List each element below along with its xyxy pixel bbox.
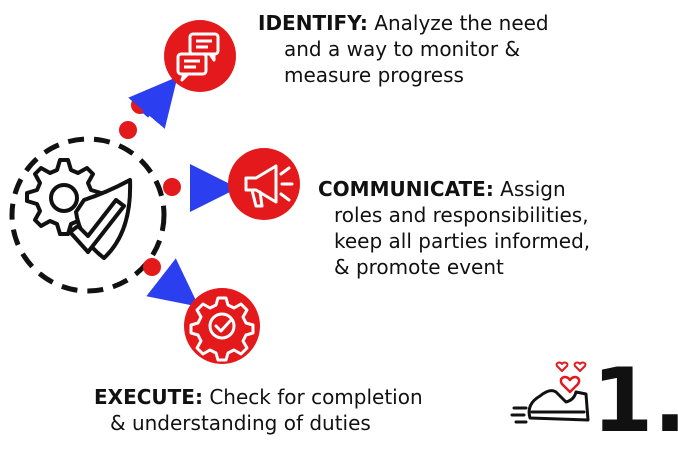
execute-line-1: EXECUTE: Check for completion (94, 384, 423, 410)
execute-text: EXECUTE: Check for completion & understa… (94, 384, 423, 436)
identify-circle (164, 20, 236, 92)
identify-line-1: IDENTIFY: Analyze the need (258, 10, 549, 36)
gear-shield-check-icon (25, 158, 133, 260)
execute-desc-1: Check for completion (209, 385, 423, 409)
chat-bubbles-icon (176, 32, 220, 82)
process-diagram (9, 20, 590, 424)
communicate-text: COMMUNICATE: Assign roles and responsibi… (318, 176, 590, 280)
center-hub (9, 136, 167, 294)
communicate-desc-2: roles and responsibilities, (334, 203, 589, 227)
identify-heading: IDENTIFY: (258, 11, 368, 35)
gear-check-icon (189, 296, 255, 362)
execute-heading: EXECUTE: (94, 385, 203, 409)
communicate-desc-1: Assign (500, 177, 566, 201)
connector-execute (143, 258, 199, 307)
running-shoe-hearts-icon (510, 361, 590, 424)
dashed-circle (9, 136, 167, 294)
identify-desc-2: and a way to monitor & (284, 37, 521, 61)
megaphone-icon (244, 164, 294, 208)
execute-desc-2: & understanding of duties (110, 411, 371, 435)
identify-text: IDENTIFY: Analyze the need and a way to … (258, 10, 549, 88)
communicate-line-1: COMMUNICATE: Assign (318, 176, 590, 202)
communicate-circle (228, 148, 300, 220)
communicate-desc-3: keep all parties informed, (334, 229, 591, 253)
communicate-heading: COMMUNICATE: (318, 177, 494, 201)
execute-circle (184, 288, 260, 364)
connector-identify (119, 76, 178, 139)
identify-desc-1: Analyze the need (374, 11, 549, 35)
communicate-desc-4: & promote event (334, 255, 504, 279)
step-number: 1. (592, 349, 678, 452)
connector-communicate (163, 164, 238, 212)
identify-desc-3: measure progress (284, 63, 464, 87)
